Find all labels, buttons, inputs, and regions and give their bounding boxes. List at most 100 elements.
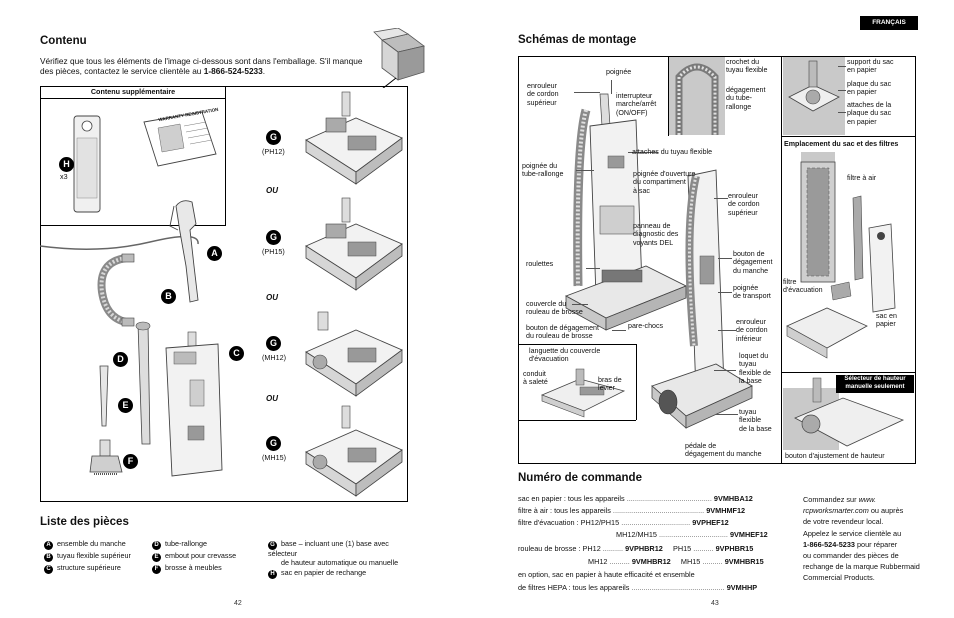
extension-tube-illustration [135,321,151,445]
model-ph15: (PH15) [262,247,285,256]
part-g-label-1: base – incluant une (1) base avec sélect… [268,539,389,558]
badge-part-e: E [152,553,161,562]
base-mh15-illustration [305,405,403,497]
label-bouton-rouleau: bouton de dégagement du rouleau de bross… [526,324,599,341]
badge-part-h: H [268,570,277,580]
order-row-exhaust-ph: filtre d'évacuation : PH12/PH15 ........… [518,518,729,527]
label-filtre-evacuation: filtre d'évacuation [783,278,823,295]
badge-g-ph15: G [266,230,281,245]
order-info-site-2[interactable]: rcpworksmarter.com [803,506,869,516]
diagram-divider-h4 [781,372,916,373]
diagram-divider-v2 [636,344,637,420]
brush-ph12-code: 9VPHBR12 [625,544,663,553]
diagram-heading: Schémas de montage [518,34,637,46]
intro-line-2-prefix: des pièces, contactez le service clientè… [40,66,204,76]
brush-ph15-label: PH15 [672,544,692,553]
label-interrupteur: interrupteur marche/arrêt (ON/OFF) [616,92,657,117]
label-conduit: conduit à saleté [523,370,548,387]
part-a-label: ensemble du manche [57,539,126,548]
order-info-line2-suffix: ou auprès [868,506,904,516]
order-air-label: filtre à air : tous les appareils [518,506,611,515]
badge-part-a: A [44,541,53,550]
package-box-illustration [373,28,425,88]
order-heading: Numéro de commande [518,472,642,484]
parts-heading: Liste des pièces [40,516,129,528]
label-attaches-tuyau: attaches du tuyau flexible [632,148,713,156]
part-d-label: tube-rallonge [165,539,207,548]
or-2: OU [266,293,278,302]
diagram-divider-right [781,56,782,464]
part-g-label-2: de hauteur automatique ou manuelle [281,557,399,567]
leader-roulettes [586,268,600,269]
hepa-label: de filtres HEPA : tous les appareils [518,583,630,592]
label-pare-chocs: pare-chocs [628,322,664,330]
leader-couvercle [572,304,588,305]
label-panneau: panneau de diagnostic des voyants DEL [633,222,679,247]
leader-loquet [714,370,736,371]
leader-enrouleur-sup [574,92,600,93]
label-bouton-manche: bouton de dégagement du manche [733,250,773,275]
paper-bag-illustration [73,115,101,213]
base-ph15-illustration [305,197,403,291]
order-info-line-3: de votre revendeur local. [803,517,884,527]
height-selector-inset [783,377,905,450]
leader-enrouleur-sup2 [714,198,728,199]
part-e-label: embout pour crevasse [165,551,237,560]
order-exhaust-ph-code: 9VPHEF12 [692,518,729,527]
label-enrouleur-superieur: enrouleur de cordon supérieur [527,82,559,107]
order-exhaust-mh-code: 9VMHEF12 [729,530,768,539]
part-f-label: brosse à meubles [165,563,222,572]
order-info-line-7: rechange de la marque Rubbermaid [803,562,920,572]
manual-illustration [143,111,217,167]
intro-line-2-suffix: . [262,66,266,76]
label-enrouleur-inferieur: enrouleur de cordon inférieur [736,318,768,343]
intro-line-2: des pièces, contactez le service clientè… [40,66,370,76]
label-roulettes: roulettes [526,260,554,268]
label-poignee-ouverture: poignée d'ouverture du compartiment à sa… [633,170,696,195]
badge-g-mh15: G [266,436,281,451]
order-row-brush-1: rouleau de brosse : PH12 .......... 9VPH… [518,544,754,553]
order-info: Commandez sur www. rcpworksmarter.com ou… [803,494,921,584]
leader-poignee-tube [576,170,594,171]
order-info-line-1: Commandez sur www. [803,494,921,505]
badge-b: B [161,289,176,304]
diagram-divider-h2 [518,344,636,345]
label-sac-papier: sac en papier [876,312,897,329]
badge-part-d: D [152,541,161,550]
order-info-line-2: rcpworksmarter.com ou auprès [803,505,921,516]
handle-illustration [169,200,199,303]
order-bag-code: 9VMHBA12 [713,494,753,503]
model-mh15: (MH15) [262,453,286,462]
order-bag-label: sac en papier : tous les appareils [518,494,625,503]
label-languette: languette du couvercle d'évacuation [529,347,601,364]
hose-hook-inset [669,57,725,135]
part-b-label: tuyau flexible supérieur [57,551,131,560]
leader-bouton-manche [718,258,732,259]
brush-mh12-code: 9VMHBR12 [631,557,671,566]
badge-part-g: G [268,541,277,550]
extra-contents-divider [40,98,226,99]
leader-plaque [838,90,846,91]
label-poignee-transport: poignée de transport [733,284,771,301]
leader-attaches-plaque [838,112,846,113]
or-3: OU [266,394,278,403]
intro-line-1: Vérifiez que tous les éléments de l'imag… [40,56,363,66]
leader-tuyau-base [716,414,738,415]
label-bouton-hauteur: bouton d'ajustement de hauteur [785,452,885,460]
label-attaches-plaque: attaches de la plaque du sac en papier [847,101,892,126]
brush-mh15-code: 9VMHBR15 [724,557,764,566]
label-poignee-tube: poignée du tube-rallonge [522,162,564,179]
badge-e: E [118,398,133,413]
leader-poignee [611,80,612,94]
hepa-code: 9VMHHP [726,583,758,592]
diagram-divider-h1 [781,136,916,137]
intro-text: Vérifiez que tous les éléments de l'imag… [40,56,370,76]
